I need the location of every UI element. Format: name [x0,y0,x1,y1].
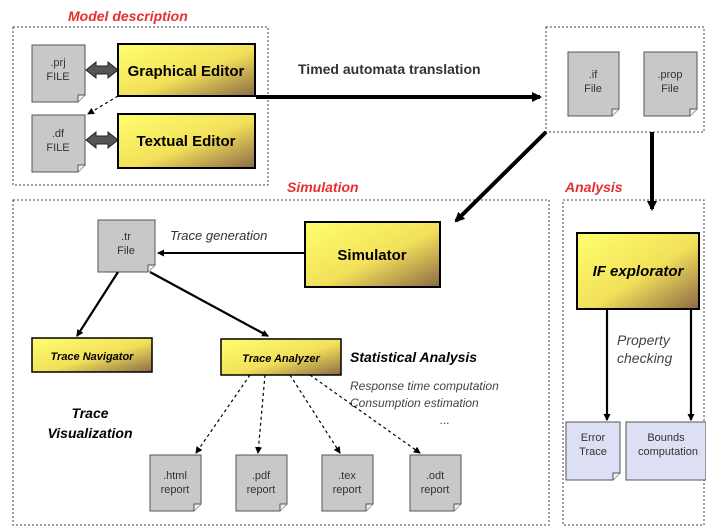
pdf-report-icon: .pdf report [235,454,288,512]
more-items-ellipsis: ... [440,413,450,427]
if-explorator-label: IF explorator [593,263,685,280]
bounds-computation-icon: Bounds computation [625,421,706,481]
simulation-title: Simulation [287,179,359,195]
odt-report-ext: .odt [426,470,444,482]
bounds-line2: computation [638,446,698,458]
df-file-label: FILE [46,142,69,154]
trace-visualization-line2: Visualization [47,425,132,441]
if-file-icon: .if File [567,51,620,117]
consumption-item: Consumption estimation [350,396,479,410]
tex-report-label: report [333,484,362,496]
df-file-ext: .df [52,128,65,140]
if-file-ext: .if [589,69,599,81]
statistical-analysis-title: Statistical Analysis [350,349,477,365]
if-to-simulator-arrow [454,130,548,223]
error-trace-icon: Error Trace [565,421,621,481]
odt-report-icon: .odt report [409,454,462,512]
html-report-icon: .html report [149,454,202,512]
trace-navigator-label: Trace Navigator [51,351,135,363]
prj-file-icon: .prj FILE [31,44,86,103]
model-description-title: Model description [68,8,188,24]
analysis-panel [562,199,705,526]
tr-file-ext: .tr [121,231,131,243]
tex-report-ext: .tex [338,470,356,482]
prj-file-ext: .prj [50,57,65,69]
pdf-report-ext: .pdf [252,470,271,482]
graphical-editor-box[interactable]: Graphical Editor [117,43,256,97]
if-explorator-box[interactable]: IF explorator [576,232,700,310]
graphical-to-df-arrow [87,95,119,115]
tr-file-label: File [117,245,135,257]
graphical-editor-label: Graphical Editor [128,63,245,80]
response-time-item: Response time computation [350,379,499,393]
trace-generation-label: Trace generation [170,228,267,243]
textual-editor-label: Textual Editor [137,133,236,150]
error-trace-line2: Trace [579,446,607,458]
simulator-label: Simulator [337,247,406,264]
trace-analyzer-box[interactable]: Trace Analyzer [220,338,342,376]
textual-editor-box[interactable]: Textual Editor [117,113,256,169]
prop-file-icon: .prop File [643,51,698,117]
analyzer-to-html-arrow [195,374,251,454]
analyzer-to-tex-arrow [289,374,341,454]
tr-to-analyzer-arrow [149,271,269,337]
tex-report-icon: .tex report [321,454,374,512]
property-checking-line1: Property [617,332,671,348]
prj-graphical-double-arrow [85,60,119,80]
trace-visualization-line1: Trace [71,405,108,421]
prop-file-label: File [661,83,679,95]
odt-report-label: report [421,484,450,496]
html-report-ext: .html [163,470,187,482]
tr-to-navigator-arrow [76,271,119,337]
analyzer-to-pdf-arrow [255,374,266,454]
tr-file-icon: .tr File [97,219,156,273]
bounds-line1: Bounds [647,432,685,444]
error-trace-line1: Error [581,432,606,444]
simulation-panel [12,199,550,526]
trace-navigator-box[interactable]: Trace Navigator [31,337,153,373]
analyzer-to-odt-arrow [309,374,421,454]
analysis-title: Analysis [564,179,623,195]
prop-file-ext: .prop [657,69,682,81]
trace-analyzer-label: Trace Analyzer [242,353,320,365]
property-checking-line2: checking [617,350,672,366]
model-description-panel [12,26,269,186]
simulator-box[interactable]: Simulator [304,221,441,288]
translation-label: Timed automata translation [298,61,481,77]
pdf-report-label: report [247,484,276,496]
if-files-panel [545,26,705,133]
if-file-label: File [584,83,602,95]
df-file-icon: .df FILE [31,114,86,173]
html-report-label: report [161,484,190,496]
df-textual-double-arrow [85,130,119,150]
prj-file-label: FILE [46,71,69,83]
